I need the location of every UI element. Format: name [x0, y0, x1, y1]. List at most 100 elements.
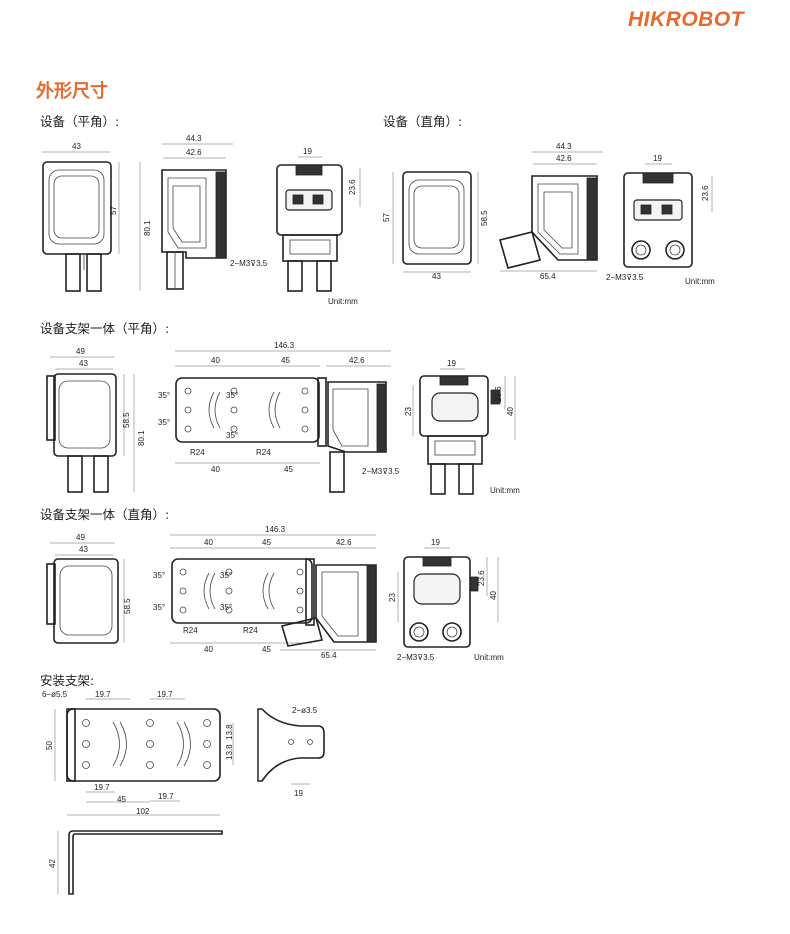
svg-text:35°: 35° — [226, 391, 238, 400]
svg-text:19.7: 19.7 — [157, 690, 173, 699]
svg-text:58.5: 58.5 — [123, 598, 132, 614]
section-heading-right-angle: 设备（直角）: — [383, 114, 463, 129]
svg-text:R24: R24 — [183, 626, 198, 635]
svg-text:40: 40 — [489, 591, 498, 600]
svg-text:43: 43 — [79, 359, 88, 368]
svg-text:2−ø3.5: 2−ø3.5 — [292, 706, 318, 715]
mount-bracket-plate: 6−ø5.5 19.7 19.7 50 13.8 13.8 19.7 19.7 … — [42, 690, 234, 816]
svg-text:58.5: 58.5 — [122, 412, 131, 428]
mount-bracket-profile: 42 — [48, 830, 223, 895]
svg-text:19: 19 — [303, 147, 312, 156]
right-side-view: 44.3 42.6 65.4 — [499, 142, 603, 281]
svg-text:42: 42 — [48, 859, 57, 868]
svg-text:2−M3⊽3.5: 2−M3⊽3.5 — [230, 259, 268, 268]
svg-text:40: 40 — [211, 465, 220, 474]
section-heading-bracket-right: 设备支架一体（直角）: — [40, 507, 170, 522]
svg-text:40: 40 — [204, 645, 213, 654]
bracket-right-back: 19 23 23.6 40 2−M3⊽3.5 — [388, 538, 499, 662]
svg-text:35°: 35° — [158, 418, 170, 427]
svg-text:42.6: 42.6 — [186, 148, 202, 157]
svg-text:43: 43 — [432, 272, 441, 281]
svg-text:42.6: 42.6 — [556, 154, 572, 163]
svg-text:35°: 35° — [220, 571, 232, 580]
svg-text:23.6: 23.6 — [701, 185, 710, 201]
section-heading-flat: 设备（平角）: — [40, 114, 120, 129]
svg-text:44.3: 44.3 — [186, 134, 202, 143]
bracket-right-front: 49 43 58.5 — [46, 533, 132, 644]
svg-text:58.5: 58.5 — [480, 210, 489, 226]
svg-text:35°: 35° — [158, 391, 170, 400]
svg-text:43: 43 — [72, 142, 81, 151]
svg-text:44.3: 44.3 — [556, 142, 572, 151]
svg-text:23: 23 — [388, 593, 397, 602]
bracket-right-side — [280, 558, 377, 647]
bracket-flat-top: 146.3 40 45 42.6 35° 35° 35° 35° R24 R24… — [158, 341, 391, 474]
svg-text:65.4: 65.4 — [321, 651, 337, 660]
svg-text:43: 43 — [79, 545, 88, 554]
svg-text:45: 45 — [281, 356, 290, 365]
svg-text:45: 45 — [284, 465, 293, 474]
bracket-flat-back: 19 23 23.6 40 — [404, 359, 516, 495]
unit-label-2: Unit:mm — [685, 277, 715, 286]
svg-text:42.6: 42.6 — [336, 538, 352, 547]
svg-text:19.7: 19.7 — [158, 792, 174, 801]
svg-text:146.3: 146.3 — [265, 525, 286, 534]
svg-text:57: 57 — [382, 213, 391, 222]
svg-text:2−M3⊽3.5: 2−M3⊽3.5 — [606, 273, 644, 282]
svg-text:13.8: 13.8 — [225, 744, 234, 760]
right-front-view: 57 58.5 43 — [382, 171, 489, 281]
svg-text:40: 40 — [211, 356, 220, 365]
svg-text:80.1: 80.1 — [137, 430, 146, 446]
svg-text:23.6: 23.6 — [348, 179, 357, 195]
svg-text:49: 49 — [76, 533, 85, 542]
svg-text:35°: 35° — [226, 431, 238, 440]
svg-text:13.8: 13.8 — [225, 724, 234, 740]
svg-text:35°: 35° — [153, 571, 165, 580]
svg-text:23.6: 23.6 — [494, 386, 503, 402]
svg-text:80.1: 80.1 — [143, 220, 152, 236]
svg-text:2−M3⊽3.5: 2−M3⊽3.5 — [362, 467, 400, 476]
svg-text:57: 57 — [109, 206, 118, 215]
svg-text:50: 50 — [45, 741, 54, 750]
svg-text:23.6: 23.6 — [477, 570, 486, 586]
svg-text:6−ø5.5: 6−ø5.5 — [42, 690, 68, 699]
svg-text:45: 45 — [262, 538, 271, 547]
svg-text:19: 19 — [294, 789, 303, 798]
svg-text:45: 45 — [262, 645, 271, 654]
unit-label-1: Unit:mm — [328, 297, 358, 306]
svg-text:146.3: 146.3 — [274, 341, 295, 350]
bracket-right-top: 146.3 40 45 42.6 35° 35° 35° 35° R24 R24… — [153, 525, 376, 660]
svg-text:40: 40 — [204, 538, 213, 547]
flat-back-view: 19 23.6 2−M3⊽3.5 — [230, 147, 361, 292]
svg-text:R24: R24 — [243, 626, 258, 635]
svg-text:R24: R24 — [256, 448, 271, 457]
svg-text:19: 19 — [447, 359, 456, 368]
flat-side-view: 44.3 42.6 — [161, 134, 233, 290]
bracket-flat-side: 2−M3⊽3.5 — [317, 377, 400, 493]
page-title: 外形尺寸 — [36, 81, 108, 102]
svg-text:19.7: 19.7 — [95, 690, 111, 699]
svg-text:19.7: 19.7 — [94, 783, 110, 792]
svg-text:23: 23 — [404, 407, 413, 416]
unit-label-4: Unit:mm — [474, 653, 504, 662]
svg-text:45: 45 — [117, 795, 126, 804]
svg-text:35°: 35° — [153, 603, 165, 612]
svg-text:65.4: 65.4 — [540, 272, 556, 281]
svg-text:40: 40 — [506, 407, 515, 416]
unit-label-3: Unit:mm — [490, 486, 520, 495]
svg-text:35°: 35° — [220, 603, 232, 612]
right-back-view: 19 23.6 2−M3⊽3.5 — [606, 154, 713, 282]
section-heading-mount-bracket: 安装支架: — [40, 673, 95, 688]
flat-front-view: 43 57 80.1 — [42, 142, 152, 292]
svg-text:R24: R24 — [190, 448, 205, 457]
section-heading-bracket-flat: 设备支架一体（平角）: — [40, 321, 170, 336]
svg-text:2−M3⊽3.5: 2−M3⊽3.5 — [397, 653, 435, 662]
svg-text:19: 19 — [431, 538, 440, 547]
svg-text:19: 19 — [653, 154, 662, 163]
mount-bracket-side-plate: 2−ø3.5 19 — [257, 706, 325, 798]
svg-text:42.6: 42.6 — [349, 356, 365, 365]
svg-text:102: 102 — [136, 807, 150, 816]
hikrobot-logo: HIKROBOT — [628, 8, 744, 31]
svg-text:49: 49 — [76, 347, 85, 356]
